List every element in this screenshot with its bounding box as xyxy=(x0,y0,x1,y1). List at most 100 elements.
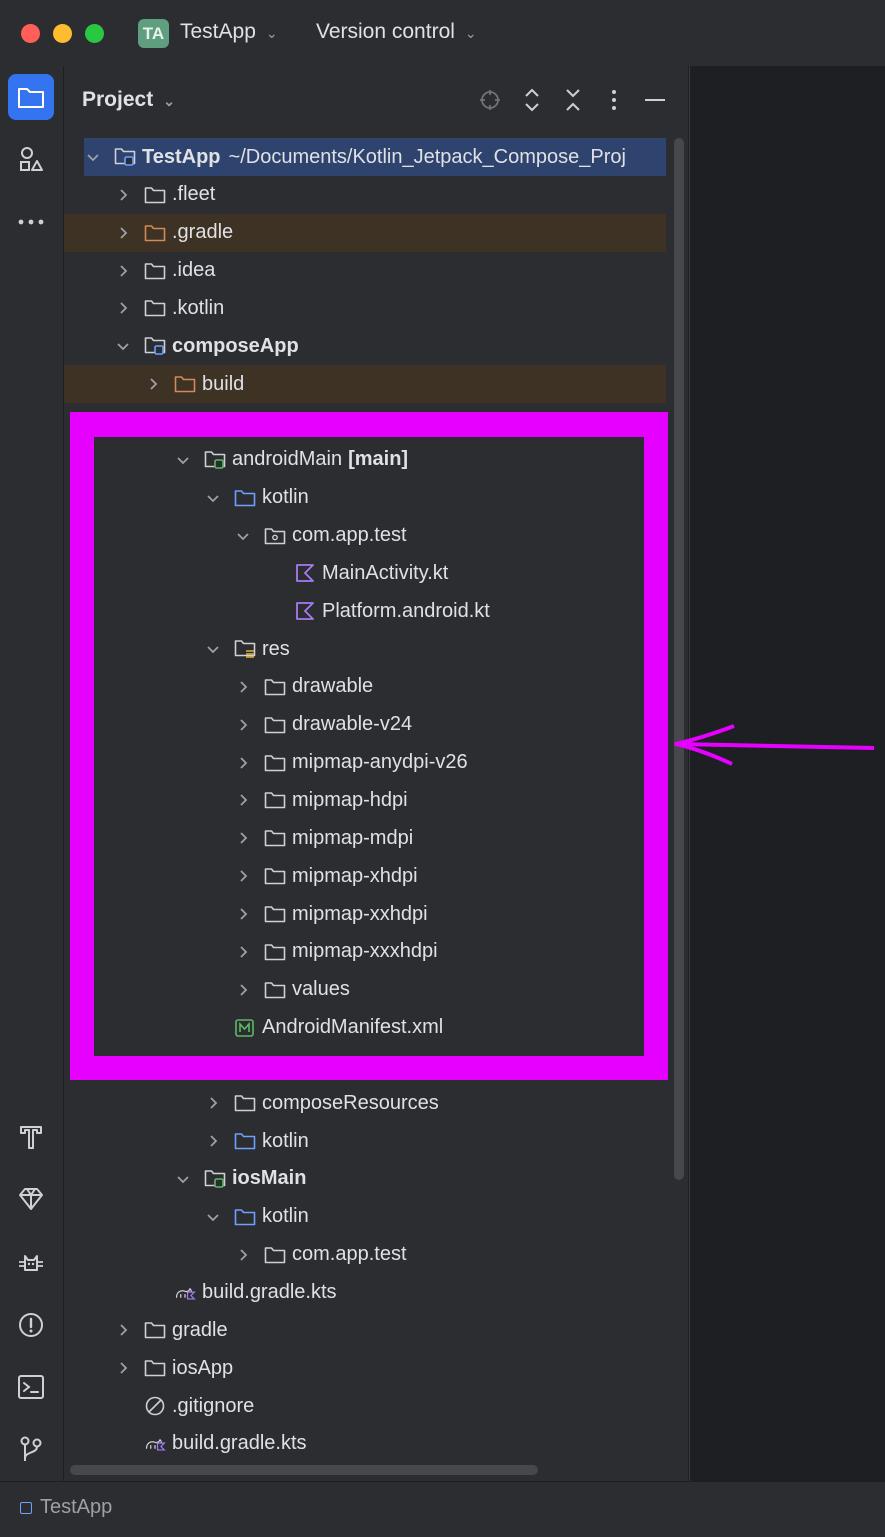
tree-item-label: TestApp xyxy=(142,145,221,168)
project-view-selector[interactable]: Project⌄ xyxy=(82,88,175,112)
chevron-right-icon[interactable] xyxy=(236,718,250,732)
tree-row[interactable]: build.gradle.kts xyxy=(64,1274,666,1312)
tree-row[interactable]: .idea xyxy=(64,252,666,290)
tree-row[interactable]: mipmap-xxhdpi xyxy=(64,895,666,933)
tree-row[interactable]: kotlin xyxy=(64,1198,666,1236)
hide-icon xyxy=(645,99,665,101)
minimize-window-button[interactable] xyxy=(53,24,72,43)
tree-row[interactable]: composeApp xyxy=(64,327,666,365)
terminal-tool-button[interactable] xyxy=(8,1364,54,1410)
chevron-down-icon[interactable] xyxy=(206,491,220,505)
tree-item-label: .gradle xyxy=(172,221,234,244)
chevron-right-icon[interactable] xyxy=(236,907,250,921)
tree-item-label: values xyxy=(292,978,350,1001)
expand-all-button[interactable] xyxy=(518,86,546,114)
tree-row[interactable]: .gradle xyxy=(64,213,666,252)
tree-row[interactable]: mipmap-anydpi-v26 xyxy=(64,744,666,782)
vertical-scrollbar[interactable] xyxy=(674,138,684,1180)
project-switcher[interactable]: TestApp⌄ xyxy=(180,20,278,44)
tree-row[interactable]: drawable xyxy=(64,668,666,706)
tree-row[interactable]: build xyxy=(64,365,666,404)
tree-row[interactable]: values xyxy=(64,971,666,1009)
structure-tool-button[interactable] xyxy=(8,136,54,182)
logcat-tool-button[interactable] xyxy=(8,1239,54,1285)
tree-row[interactable]: androidMain[main] xyxy=(64,441,666,479)
tree-row[interactable]: drawable-v24 xyxy=(64,706,666,744)
git-tool-button[interactable] xyxy=(8,1426,54,1472)
chevron-right-icon[interactable] xyxy=(116,1361,130,1375)
problems-icon xyxy=(19,1313,43,1337)
tree-row[interactable]: AndroidManifest.xml xyxy=(64,1009,666,1047)
tree-item-label: mipmap-hdpi xyxy=(292,788,408,811)
folder-icon xyxy=(264,715,286,735)
options-button[interactable] xyxy=(600,86,628,114)
tree-row[interactable]: mipmap-mdpi xyxy=(64,819,666,857)
tree-item-label: composeApp xyxy=(172,334,299,357)
chevron-right-icon[interactable] xyxy=(236,983,250,997)
tree-item-label: mipmap-anydpi-v26 xyxy=(292,751,468,774)
chevron-right-icon[interactable] xyxy=(206,1096,220,1110)
chevron-right-icon[interactable] xyxy=(116,1323,130,1337)
chevron-right-icon[interactable] xyxy=(116,301,130,315)
maximize-window-button[interactable] xyxy=(85,24,104,43)
project-panel: Project⌄ TestApp~/Documents/Kotlin_Jetpa… xyxy=(64,66,688,1481)
horizontal-scrollbar[interactable] xyxy=(70,1465,538,1475)
chevron-right-icon[interactable] xyxy=(236,756,250,770)
tree-row[interactable]: com.app.test xyxy=(64,517,666,555)
chevron-right-icon[interactable] xyxy=(146,377,160,391)
chevron-down-icon[interactable] xyxy=(176,1172,190,1186)
tree-row[interactable]: com.app.test xyxy=(64,1236,666,1274)
tree-row[interactable]: build.gradle.kts xyxy=(64,1425,666,1463)
breadcrumb[interactable]: TestApp xyxy=(40,1496,113,1518)
chevron-right-icon[interactable] xyxy=(116,226,130,240)
chevron-right-icon[interactable] xyxy=(236,869,250,883)
chevron-right-icon[interactable] xyxy=(236,831,250,845)
problems-tool-button[interactable] xyxy=(8,1302,54,1348)
structure-icon xyxy=(20,147,43,171)
more-tools-button[interactable] xyxy=(8,199,54,245)
tree-row[interactable]: res xyxy=(64,630,666,668)
chevron-down-icon[interactable] xyxy=(176,453,190,467)
close-window-button[interactable] xyxy=(21,24,40,43)
chevron-right-icon[interactable] xyxy=(236,680,250,694)
chevron-right-icon[interactable] xyxy=(116,188,130,202)
build-tool-button[interactable] xyxy=(8,1114,54,1160)
chevron-right-icon[interactable] xyxy=(206,1134,220,1148)
tree-row[interactable]: kotlin xyxy=(64,479,666,517)
chevron-down-icon[interactable] xyxy=(206,642,220,656)
tree-row[interactable]: MainActivity.kt xyxy=(64,554,666,592)
chevron-right-icon[interactable] xyxy=(116,264,130,278)
tree-row[interactable]: kotlin xyxy=(64,1122,666,1160)
tree-row[interactable]: TestApp~/Documents/Kotlin_Jetpack_Compos… xyxy=(84,138,666,176)
chevron-right-icon[interactable] xyxy=(236,1248,250,1262)
tree-row[interactable]: .kotlin xyxy=(64,289,666,327)
tree-row[interactable]: iosMain xyxy=(64,1160,666,1198)
gradle-file-icon xyxy=(174,1283,196,1303)
tree-row[interactable]: iosApp xyxy=(64,1349,666,1387)
tree-row[interactable]: mipmap-hdpi xyxy=(64,781,666,819)
chevron-down-icon[interactable] xyxy=(236,529,250,543)
git-branch-icon xyxy=(20,1436,42,1461)
project-badge[interactable]: TA xyxy=(138,19,169,48)
project-tool-button[interactable] xyxy=(8,74,54,120)
locate-button[interactable] xyxy=(476,86,504,114)
gem-tool-button[interactable] xyxy=(8,1176,54,1222)
source-set-icon xyxy=(204,450,226,470)
chevron-down-icon[interactable] xyxy=(116,339,130,353)
tree-row[interactable]: mipmap-xxxhdpi xyxy=(64,933,666,971)
chevron-right-icon[interactable] xyxy=(236,793,250,807)
chevron-down-icon[interactable] xyxy=(86,150,100,164)
version-control-menu[interactable]: Version control⌄ xyxy=(316,20,477,44)
collapse-all-button[interactable] xyxy=(559,86,587,114)
tree-row[interactable]: .gitignore xyxy=(64,1387,666,1425)
tree-row[interactable]: Platform.android.kt xyxy=(64,592,666,630)
tree-row[interactable]: mipmap-xhdpi xyxy=(64,857,666,895)
tree-row[interactable]: .fleet xyxy=(64,176,666,214)
hide-panel-button[interactable] xyxy=(641,86,669,114)
folder-icon xyxy=(144,298,166,318)
tree-row[interactable]: gradle xyxy=(64,1311,666,1349)
chevron-down-icon[interactable] xyxy=(206,1210,220,1224)
chevron-right-icon[interactable] xyxy=(236,945,250,959)
more-icon xyxy=(18,219,44,225)
tree-row[interactable]: composeResources xyxy=(64,1084,666,1122)
